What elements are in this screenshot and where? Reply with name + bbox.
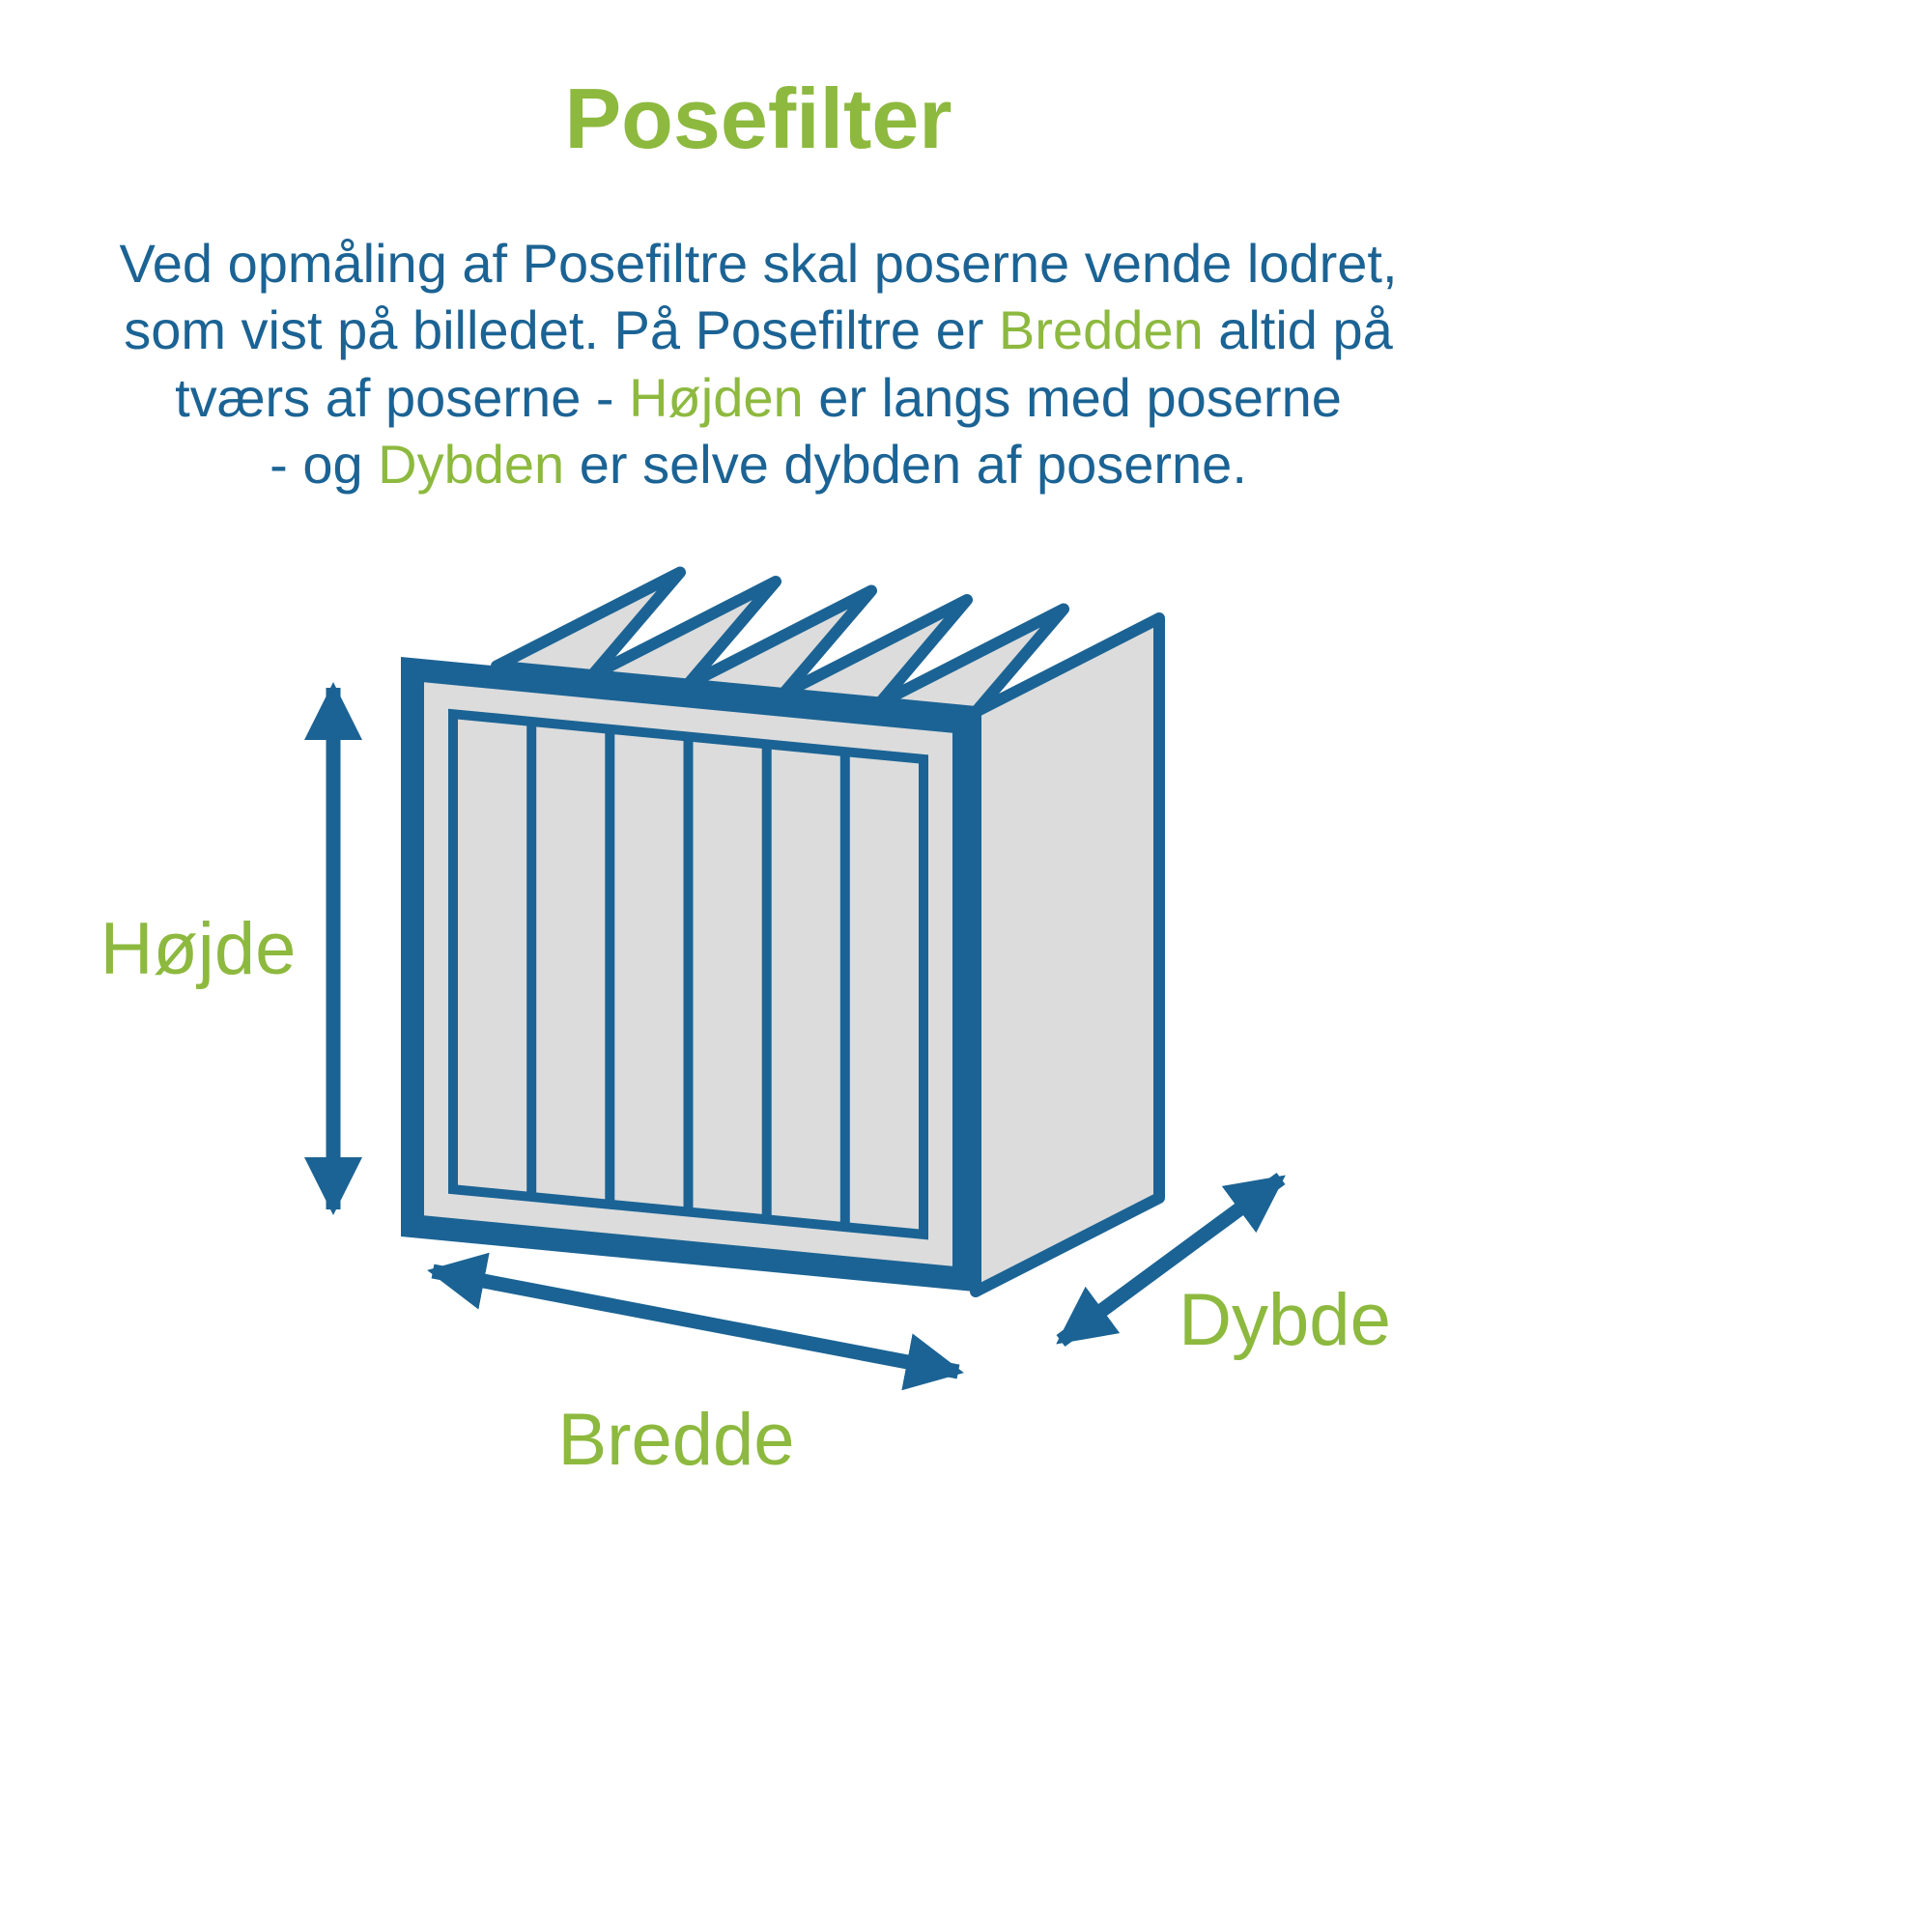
text-segment: - og (270, 434, 379, 496)
page-title: Posefilter (564, 71, 952, 166)
width-arrow (427, 1252, 964, 1391)
depth-arrow (1056, 1172, 1286, 1348)
intro-line-2: som vist på billedet. På Posefiltre er B… (0, 297, 1517, 363)
pleat-top (778, 594, 973, 709)
depth-label: Dybde (1179, 1279, 1391, 1361)
text-segment-highlight: Bredden (998, 299, 1204, 361)
text-segment: altid på (1203, 299, 1393, 361)
text-segment: er langs med poserne (803, 366, 1342, 428)
text-segment-highlight: Højden (629, 366, 804, 428)
intro-text: Ved opmåling af Posefiltre skal poserne … (0, 230, 1517, 498)
height-label: Højde (100, 908, 297, 990)
text-segment: er selve dybden af poserne. (564, 434, 1247, 496)
intro-line-3: tværs af poserne - Højden er langs med p… (0, 364, 1517, 431)
text-segment: Ved opmåling af Posefiltre skal poserne … (119, 233, 1398, 294)
width-label: Bredde (557, 1399, 794, 1481)
intro-line-4: - og Dybden er selve dybden af poserne. (0, 431, 1517, 497)
filter-front-frame (401, 657, 976, 1293)
text-segment: tværs af poserne - (175, 366, 630, 428)
text-segment: som vist på billedet. På Posefiltre er (124, 299, 999, 361)
pleat-top (874, 603, 1069, 718)
text-segment-highlight: Dybden (378, 434, 565, 496)
intro-line-1: Ved opmåling af Posefiltre skal poserne … (0, 230, 1517, 297)
filter-side-panel (970, 612, 1165, 1297)
